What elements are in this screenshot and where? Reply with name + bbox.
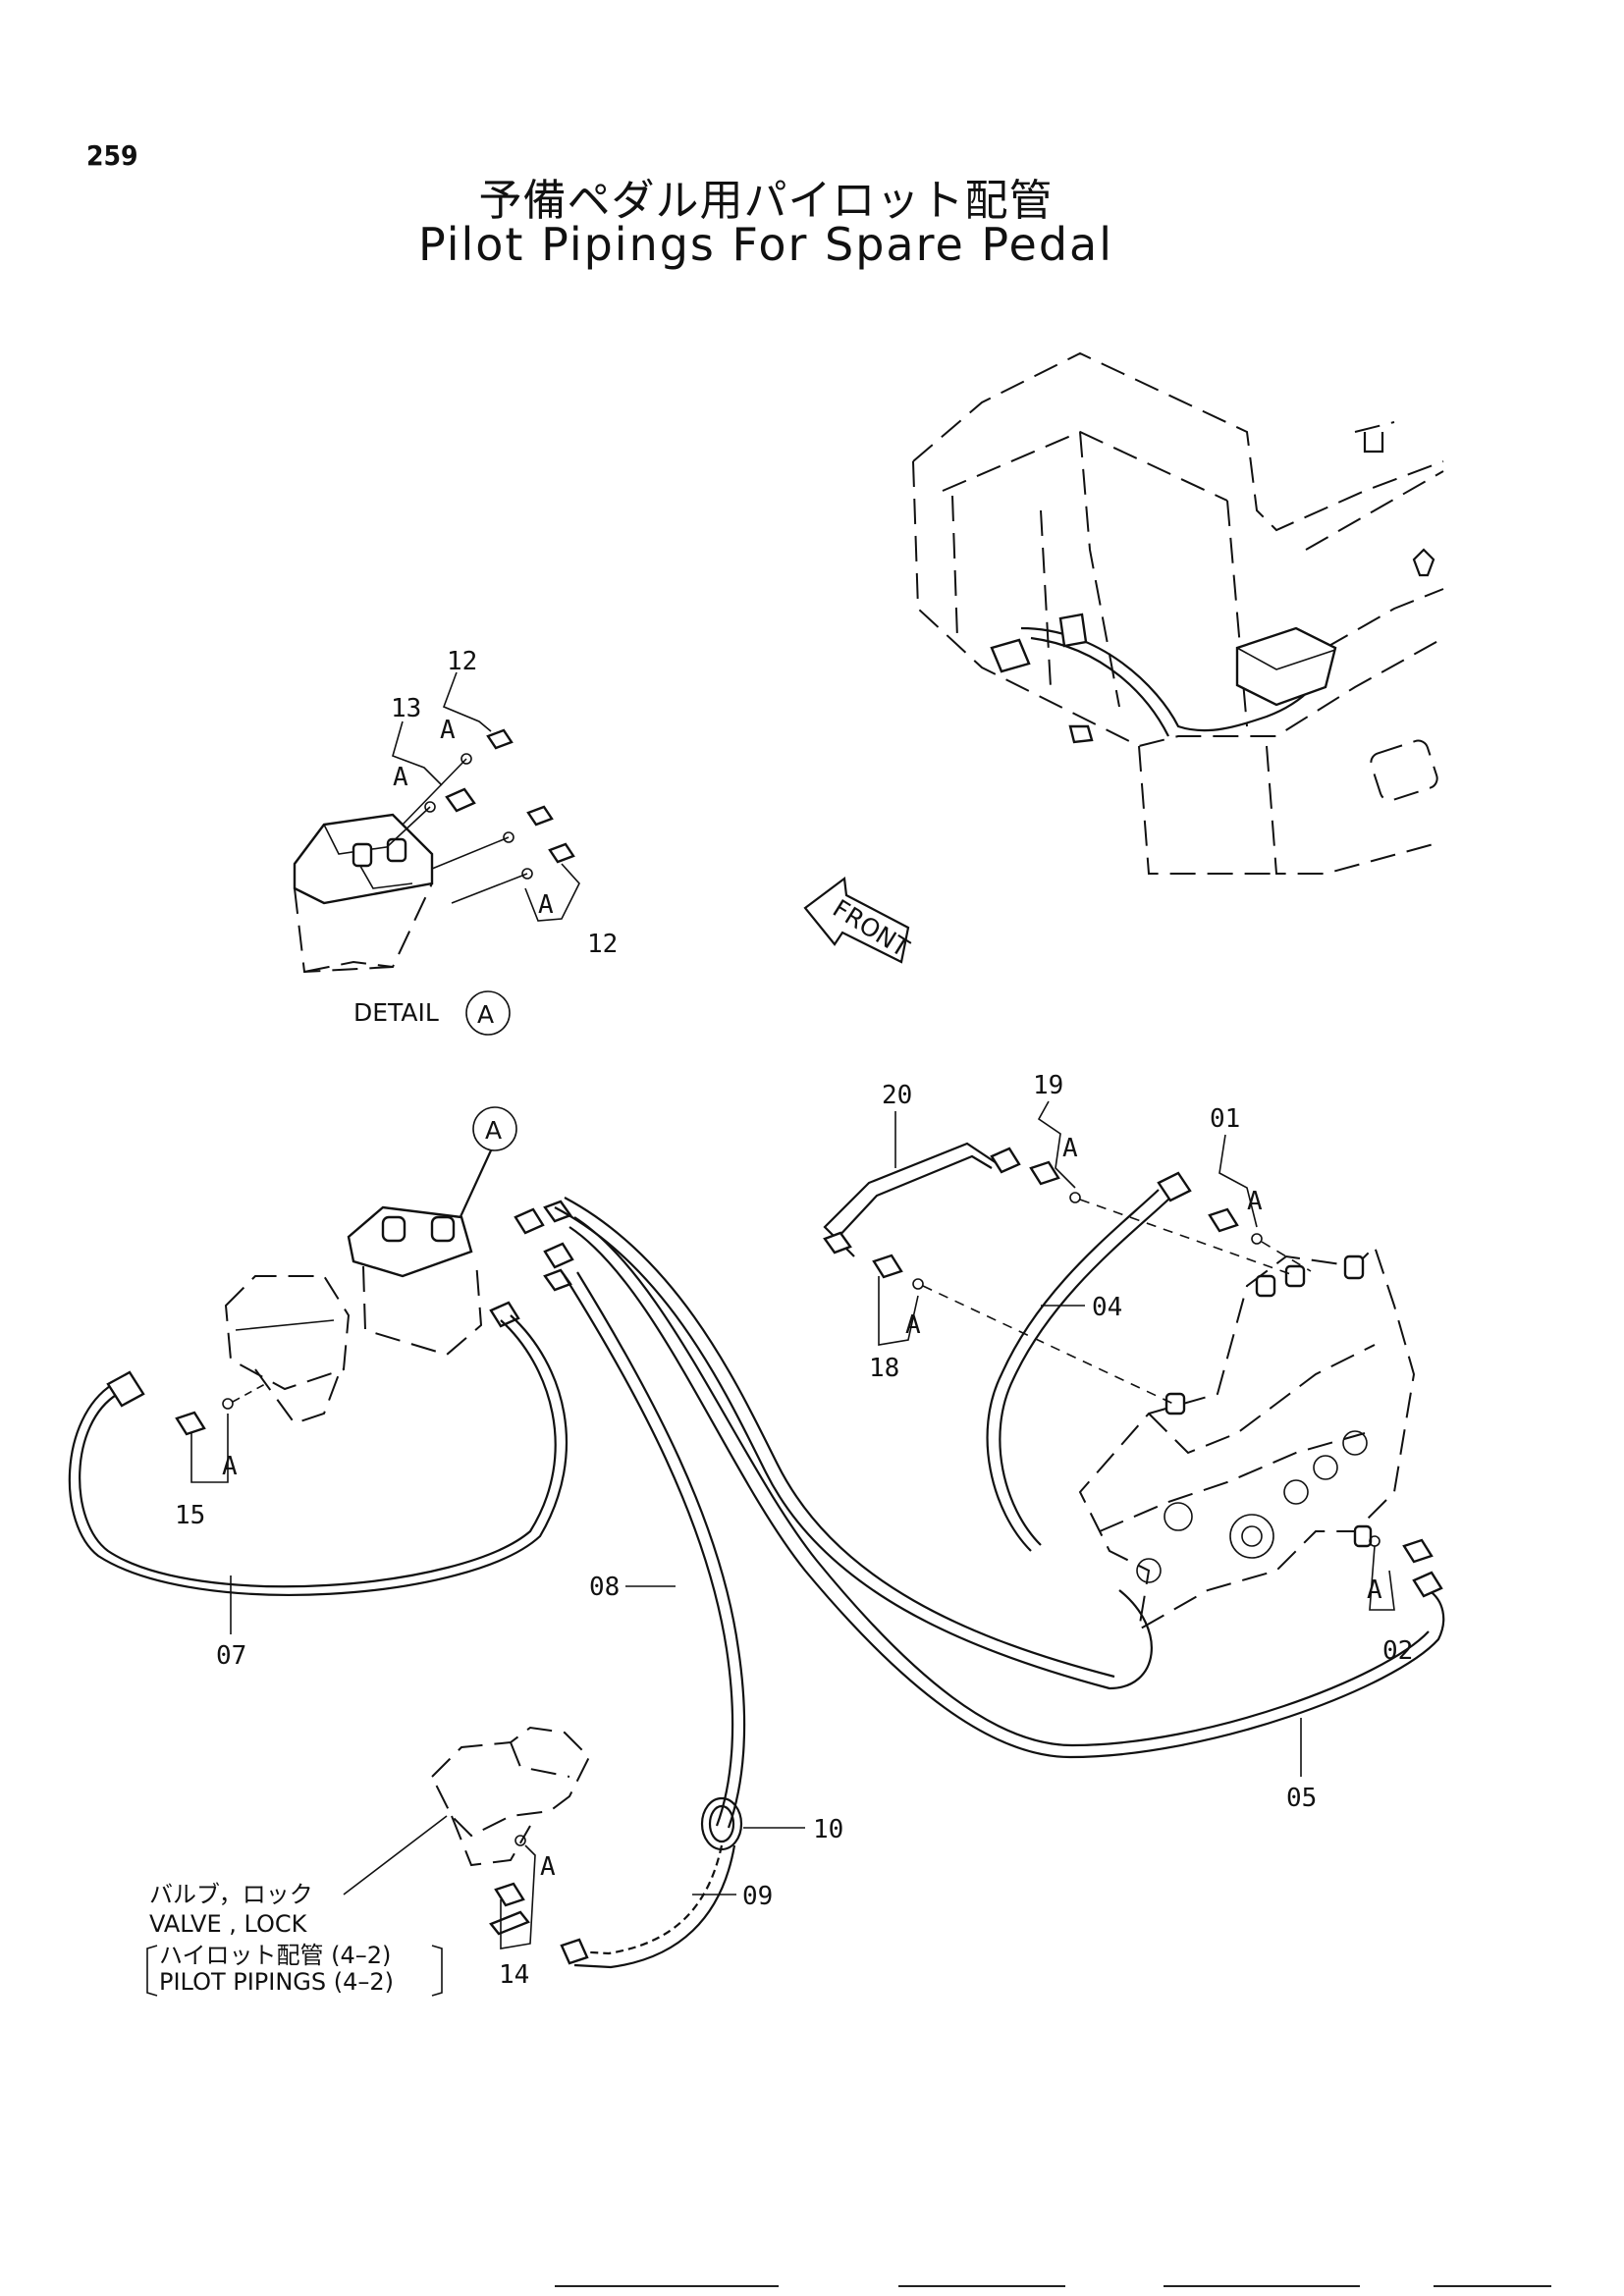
hose-05-outer bbox=[573, 1216, 1430, 1747]
part-label-02: 02 bbox=[1382, 1636, 1413, 1666]
hose-loop bbox=[554, 1206, 1153, 1690]
footer-rule bbox=[1164, 2285, 1360, 2287]
connection-marker-a: A bbox=[1062, 1134, 1078, 1163]
part-label-04: 04 bbox=[1092, 1293, 1122, 1322]
hose-05 bbox=[568, 1226, 1445, 1759]
part-label-07: 07 bbox=[216, 1641, 246, 1671]
footer-rule bbox=[555, 2285, 779, 2287]
spare-pedal-assembly: A bbox=[347, 1106, 517, 1357]
callout-a-label: A bbox=[485, 1116, 502, 1145]
part-label-20: 20 bbox=[882, 1081, 912, 1110]
pedal-valve-block bbox=[224, 1275, 351, 1425]
lock-valve bbox=[430, 1726, 591, 1936]
connection-marker-a: A bbox=[1367, 1575, 1382, 1605]
part-label-15: 15 bbox=[175, 1501, 205, 1530]
part-label-10: 10 bbox=[813, 1815, 843, 1844]
part-label-12-upper: 12 bbox=[447, 647, 477, 676]
part-label-08: 08 bbox=[589, 1573, 620, 1602]
pipe-20 bbox=[823, 1142, 998, 1248]
page-number: 259 bbox=[86, 139, 138, 172]
pedal-outlet-fittings bbox=[489, 1200, 574, 1328]
note-lock-valve-ja: バルブ，ロック bbox=[149, 1881, 313, 1908]
part-label-13: 13 bbox=[391, 694, 421, 723]
part-label-18: 18 bbox=[869, 1354, 899, 1383]
front-label: FRONT bbox=[828, 894, 914, 963]
pipe-20-outer bbox=[835, 1154, 993, 1257]
connection-marker-a: A bbox=[905, 1310, 921, 1340]
note-ref-ja: ハイロット配管 (4–2) bbox=[159, 1942, 391, 1969]
pedal-block-fittings bbox=[175, 1383, 266, 1436]
part-label-19: 19 bbox=[1033, 1071, 1063, 1100]
page-title-japanese: 予備ペダル用パイロット配管 bbox=[478, 176, 1054, 226]
part-label-12-lower: 12 bbox=[587, 930, 618, 959]
front-direction-arrow: FRONT bbox=[803, 876, 914, 964]
detail-a-label: DETAIL A bbox=[353, 990, 511, 1036]
hose-loop-outer bbox=[564, 1197, 1115, 1679]
callout-a-circle bbox=[472, 1106, 517, 1151]
hose-08 bbox=[564, 1275, 734, 1827]
control-valve-assembly bbox=[1078, 1245, 1416, 1631]
hose-end-fittings bbox=[106, 1147, 1443, 1965]
connection-marker-a: A bbox=[538, 890, 554, 920]
hose-04 bbox=[986, 1189, 1160, 1552]
detail-label: DETAIL bbox=[353, 998, 439, 1027]
hose-07 bbox=[79, 1319, 557, 1588]
part-label-14: 14 bbox=[499, 1960, 529, 1990]
machine-cab-illustration bbox=[912, 351, 1444, 875]
footer-rule bbox=[898, 2285, 1065, 2287]
valve-port-fittings bbox=[872, 1160, 1434, 1564]
detail-ref: A bbox=[477, 1000, 494, 1029]
part-label-09: 09 bbox=[742, 1882, 773, 1911]
connection-marker-a: A bbox=[222, 1452, 238, 1481]
detail-a-drawing: 12 A 13 A A 12 bbox=[293, 647, 618, 974]
hose-07-outer bbox=[68, 1314, 568, 1596]
part-label-01: 01 bbox=[1210, 1104, 1240, 1134]
connection-marker-a: A bbox=[540, 1852, 556, 1882]
connection-marker-a: A bbox=[393, 763, 408, 792]
hose-04-outer bbox=[999, 1197, 1171, 1546]
clamp-10 bbox=[700, 1796, 743, 1851]
note-lock-valve-en: VALVE , LOCK bbox=[149, 1910, 308, 1938]
hose-09 bbox=[573, 1844, 724, 1955]
hose-09-outer bbox=[573, 1844, 736, 1969]
connection-marker-a: A bbox=[1247, 1187, 1263, 1216]
note-ref-en: PILOT PIPINGS (4–2) bbox=[159, 1968, 394, 1996]
hose-08-outer bbox=[576, 1271, 746, 1829]
part-label-05: 05 bbox=[1286, 1784, 1317, 1813]
footer-rule bbox=[1434, 2285, 1551, 2287]
connection-marker-a: A bbox=[440, 716, 456, 745]
page-title-english: Pilot Pipings For Spare Pedal bbox=[418, 218, 1113, 271]
